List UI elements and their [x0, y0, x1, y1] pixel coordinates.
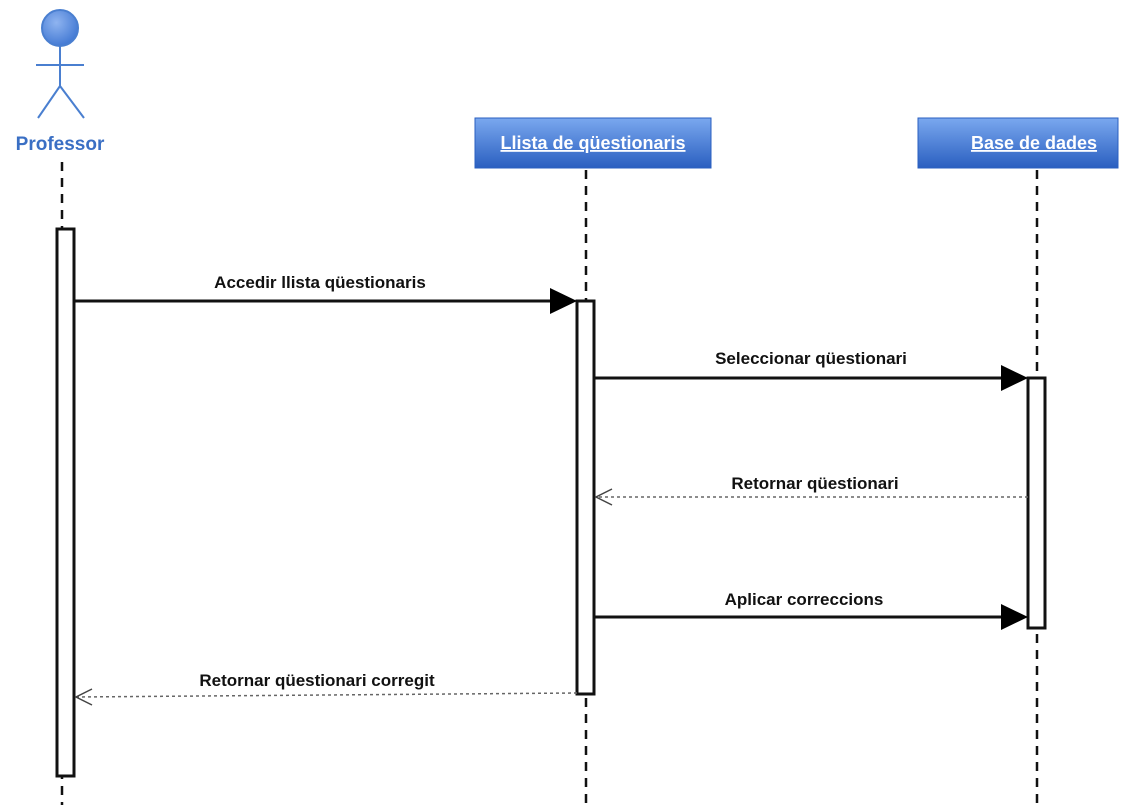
message-label: Aplicar correccions — [725, 590, 884, 609]
message-label: Seleccionar qüestionari — [715, 349, 907, 368]
message-accedir: Accedir llista qüestionaris — [74, 273, 577, 314]
message-aplicar: Aplicar correccions — [594, 590, 1028, 630]
actor-right-leg-icon — [59, 85, 85, 119]
arrowhead-open-icon — [594, 488, 613, 506]
actor-head-icon — [41, 9, 79, 47]
message-seleccionar: Seleccionar qüestionari — [594, 349, 1028, 391]
activation-llista — [575, 299, 596, 696]
object-box-base-dades — [917, 117, 1119, 169]
arrowhead-filled-icon — [1001, 365, 1028, 391]
object-label-base-dades: Base de dades — [971, 133, 1097, 153]
actor-professor: Professor — [16, 9, 105, 155]
message-line — [75, 692, 578, 698]
message-label: Retornar qüestionari — [731, 474, 898, 493]
message-label: Accedir llista qüestionaris — [214, 273, 426, 292]
activation-base-dades — [1026, 376, 1047, 630]
actor-label: Professor — [16, 134, 105, 155]
message-label: Retornar qüestionari corregit — [199, 671, 435, 690]
object-label-llista: Llista de qüestionaris — [500, 133, 685, 153]
actor-left-leg-icon — [37, 85, 61, 119]
activation-professor — [55, 227, 76, 778]
message-retornar-corregit: Retornar qüestionari corregit — [74, 671, 578, 706]
object-box-llista — [474, 117, 712, 169]
object-llista: Llista de qüestionaris — [474, 117, 712, 169]
arrowhead-open-icon — [74, 688, 93, 706]
arrowhead-filled-icon — [550, 288, 577, 314]
message-retornar: Retornar qüestionari — [594, 474, 1028, 506]
object-base-dades: Base de dades — [917, 117, 1119, 169]
arrowhead-filled-icon — [1001, 604, 1028, 630]
